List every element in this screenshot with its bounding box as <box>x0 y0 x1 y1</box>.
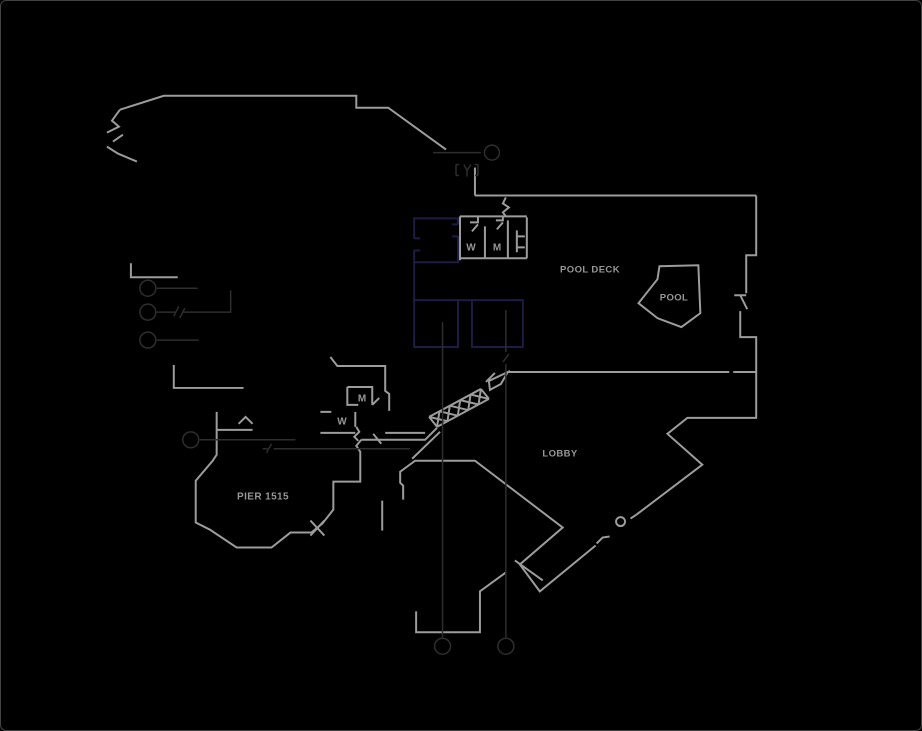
elevator-core-lower-left <box>413 299 460 349</box>
escalator-arrow <box>485 369 511 392</box>
stair-enclosure <box>415 571 507 634</box>
left-wall-upper <box>129 263 178 279</box>
room-label-womens-lower: W <box>337 416 347 428</box>
elevator-core-upper <box>413 217 460 264</box>
room-label-mens-lower: M <box>357 393 367 405</box>
outline-top-wall <box>119 94 447 151</box>
lobby-inner-diagonal <box>514 559 544 582</box>
restroom-lower-suite <box>320 356 438 445</box>
pier-door-x <box>309 519 326 537</box>
corridor-diagonal <box>411 431 441 460</box>
section-line-right <box>502 310 510 638</box>
room-label-lobby: LOBBY <box>542 448 578 460</box>
pier-dark-wall-line <box>262 443 411 454</box>
room-label-pool: POOL <box>659 292 689 304</box>
grid-bubble-left-2 <box>139 303 157 321</box>
matchline-break-label <box>455 163 479 177</box>
grid-bubble-pier <box>182 431 200 449</box>
escalator-band <box>428 388 490 428</box>
outline-top-break <box>106 109 138 163</box>
section-bubble-left <box>433 637 452 655</box>
room-label-womens-upper: W <box>466 242 476 254</box>
grid-bubble-left-1 <box>139 279 157 297</box>
grid-bubble-top <box>483 144 501 161</box>
section-bubble-right <box>497 637 515 655</box>
restroom-upper-door-break <box>501 197 511 218</box>
grid-bubble-left-3 <box>139 331 157 349</box>
room-label-pool-deck: POOL DECK <box>560 264 620 276</box>
lobby-southwest-wall <box>399 459 597 593</box>
room-label-pier-1515: PIER 1515 <box>237 491 289 503</box>
pier-top-wall <box>216 415 254 431</box>
room-label-mens-upper: M <box>492 242 502 254</box>
lobby-diagonal-door-jog <box>595 513 638 545</box>
escalator-hatch <box>428 388 490 427</box>
restroom-upper-suite <box>459 215 528 261</box>
left-wall-lower <box>172 365 244 389</box>
pooldeck-right-wall <box>635 195 758 516</box>
pier-outline <box>194 411 363 549</box>
grid-leader-left-2 <box>156 290 232 319</box>
door-pivot-lobby <box>615 516 627 528</box>
elevator-core-lower-right <box>470 299 524 349</box>
pool-outline <box>637 264 702 329</box>
